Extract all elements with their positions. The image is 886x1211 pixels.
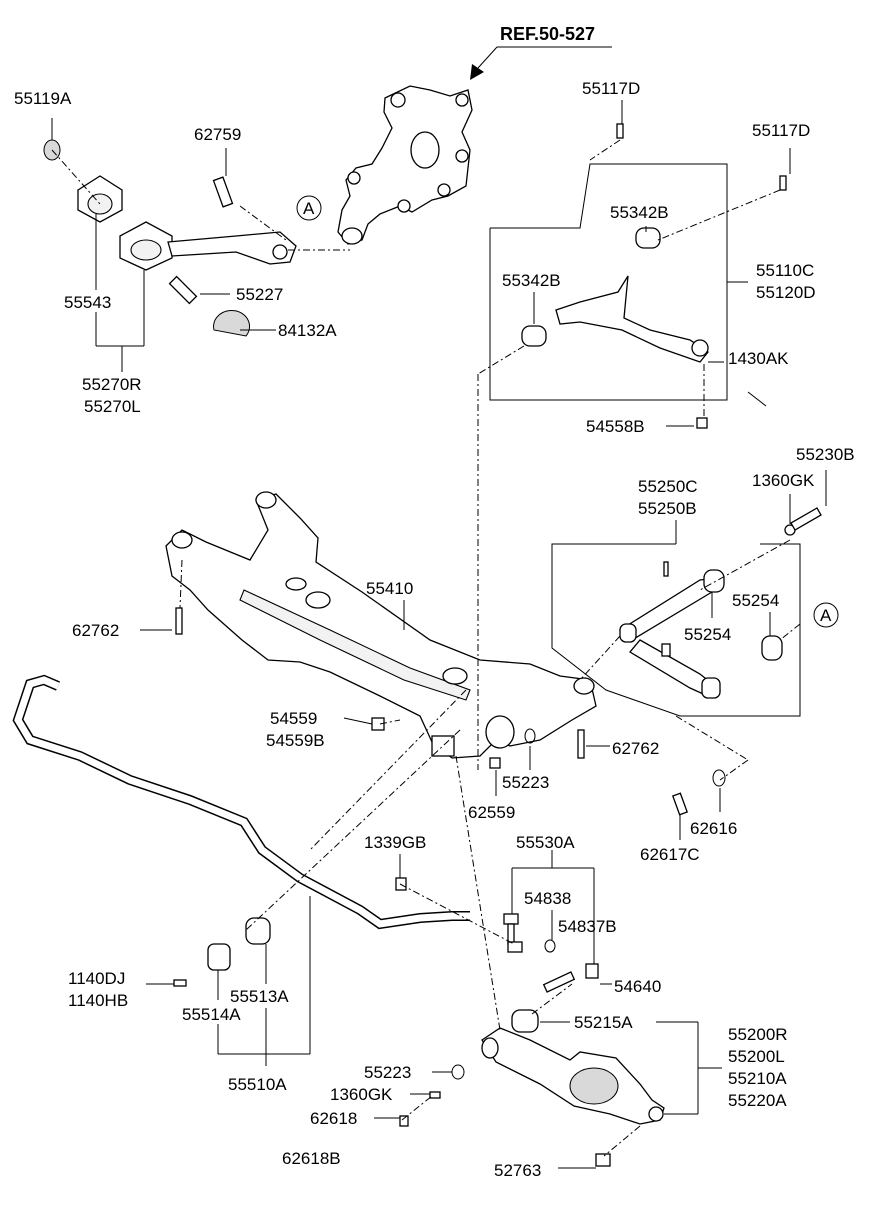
part-label-54558B[interactable]: 54558B (586, 417, 645, 436)
lateral-arm-box (551, 507, 822, 717)
part-label-55110C[interactable]: 55110C (756, 261, 814, 280)
part-label-54559[interactable]: 54559 (270, 709, 317, 728)
part-label-62618[interactable]: 62618 (310, 1109, 357, 1128)
part-label-1140HB[interactable]: 1140HB (68, 991, 128, 1010)
part-label-55270L[interactable]: 55270L (84, 397, 141, 416)
part-label-54559B[interactable]: 54559B (266, 731, 325, 750)
part-label-55342B-upper[interactable]: 55342B (610, 203, 669, 222)
part-label-55250B[interactable]: 55250B (638, 499, 697, 518)
upper-arm-box (489, 123, 787, 429)
part-label-54640[interactable]: 54640 (614, 977, 661, 996)
part-label-55250C[interactable]: 55250C (638, 477, 698, 496)
reference-callout[interactable]: REF.50-527 (470, 24, 612, 80)
part-label-1140DJ[interactable]: 1140DJ (68, 969, 125, 988)
part-label-55270R[interactable]: 55270R (82, 375, 142, 394)
part-label-55230B[interactable]: 55230B (796, 445, 855, 464)
stabilizer-bar-part (12, 674, 470, 987)
part-label-84132A[interactable]: 84132A (278, 321, 337, 340)
part-label-55215A[interactable]: 55215A (574, 1013, 633, 1032)
knuckle-part (337, 85, 473, 245)
part-label-55220A[interactable]: 55220A (728, 1091, 787, 1110)
callout-a-top-label: A (303, 199, 315, 218)
part-labels: 55119A 62759 55543 55227 84132A 55270R 5… (14, 79, 855, 1180)
part-label-55120D[interactable]: 55120D (756, 283, 816, 302)
callout-a-top: A (296, 195, 322, 221)
part-label-1339GB[interactable]: 1339GB (364, 833, 426, 852)
part-label-62559[interactable]: 62559 (468, 803, 515, 822)
stabilizer-link-part (503, 913, 599, 993)
part-label-55342B-lower[interactable]: 55342B (502, 271, 561, 290)
part-label-62616[interactable]: 62616 (690, 819, 737, 838)
part-label-55513A[interactable]: 55513A (230, 987, 289, 1006)
part-label-55223-mid[interactable]: 55223 (502, 773, 549, 792)
part-label-52763[interactable]: 52763 (494, 1161, 541, 1180)
part-label-62762-left[interactable]: 62762 (72, 621, 119, 640)
part-label-62762-right[interactable]: 62762 (612, 739, 659, 758)
part-label-55227[interactable]: 55227 (236, 285, 283, 304)
part-label-55117D-right[interactable]: 55117D (752, 121, 810, 140)
part-label-55119A[interactable]: 55119A (14, 89, 72, 108)
fasteners (371, 717, 726, 816)
part-label-55117D-left[interactable]: 55117D (582, 79, 640, 98)
callout-a-right: A (813, 602, 839, 628)
part-label-1360GK-lower[interactable]: 1360GK (330, 1085, 393, 1104)
part-label-55510A[interactable]: 55510A (228, 1075, 287, 1094)
callout-a-right-label: A (820, 606, 832, 625)
reference-label[interactable]: REF.50-527 (500, 24, 595, 44)
part-label-55200R[interactable]: 55200R (728, 1025, 788, 1044)
connection-lines (51, 139, 801, 1157)
part-label-55254-lower[interactable]: 55254 (684, 625, 731, 644)
crossmember-part (165, 491, 597, 759)
part-label-55210A[interactable]: 55210A (728, 1069, 787, 1088)
part-label-1360GK-top[interactable]: 1360GK (752, 471, 815, 490)
part-label-55514A[interactable]: 55514A (182, 1005, 241, 1024)
part-label-62617C[interactable]: 62617C (640, 845, 700, 864)
lower-arm-part (399, 1009, 665, 1167)
part-label-55254-upper[interactable]: 55254 (732, 591, 779, 610)
trailing-arm-part (43, 139, 297, 337)
part-label-55223-lower[interactable]: 55223 (364, 1063, 411, 1082)
part-label-54838[interactable]: 54838 (524, 889, 571, 908)
part-label-55543[interactable]: 55543 (64, 293, 111, 312)
part-label-55410[interactable]: 55410 (366, 579, 413, 598)
reference-arrow-icon (470, 64, 484, 80)
part-label-62759[interactable]: 62759 (194, 125, 241, 144)
part-label-54837B[interactable]: 54837B (558, 917, 617, 936)
part-label-55200L[interactable]: 55200L (728, 1047, 785, 1066)
part-label-1430AK[interactable]: 1430AK (728, 349, 789, 368)
part-label-55530A[interactable]: 55530A (516, 833, 575, 852)
leader-lines (51, 100, 827, 1169)
part-label-62618B[interactable]: 62618B (282, 1149, 341, 1168)
